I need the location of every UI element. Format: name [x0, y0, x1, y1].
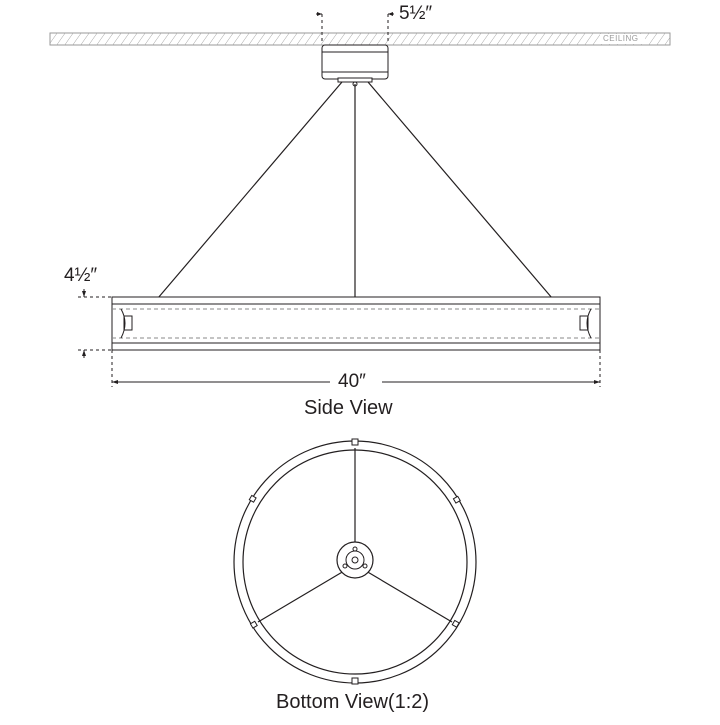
shade-height-dimension — [78, 289, 112, 358]
bottom-view-title: Bottom View(1:2) — [276, 691, 430, 713]
bottom-view — [233, 438, 477, 685]
shade-side — [111, 296, 601, 351]
overall-width-label: 40″ — [338, 371, 366, 392]
overall-width-dimension — [111, 350, 601, 387]
canopy — [321, 44, 389, 87]
shade-height-label: 4½″ — [64, 265, 98, 286]
suspension-cables — [157, 81, 553, 299]
ceiling — [49, 32, 671, 46]
canopy-width-label: 5½″ — [399, 3, 433, 24]
ceiling-label: CEILING — [603, 34, 639, 43]
canopy-width-dimension — [316, 12, 394, 44]
side-view-title: Side View — [304, 397, 393, 419]
